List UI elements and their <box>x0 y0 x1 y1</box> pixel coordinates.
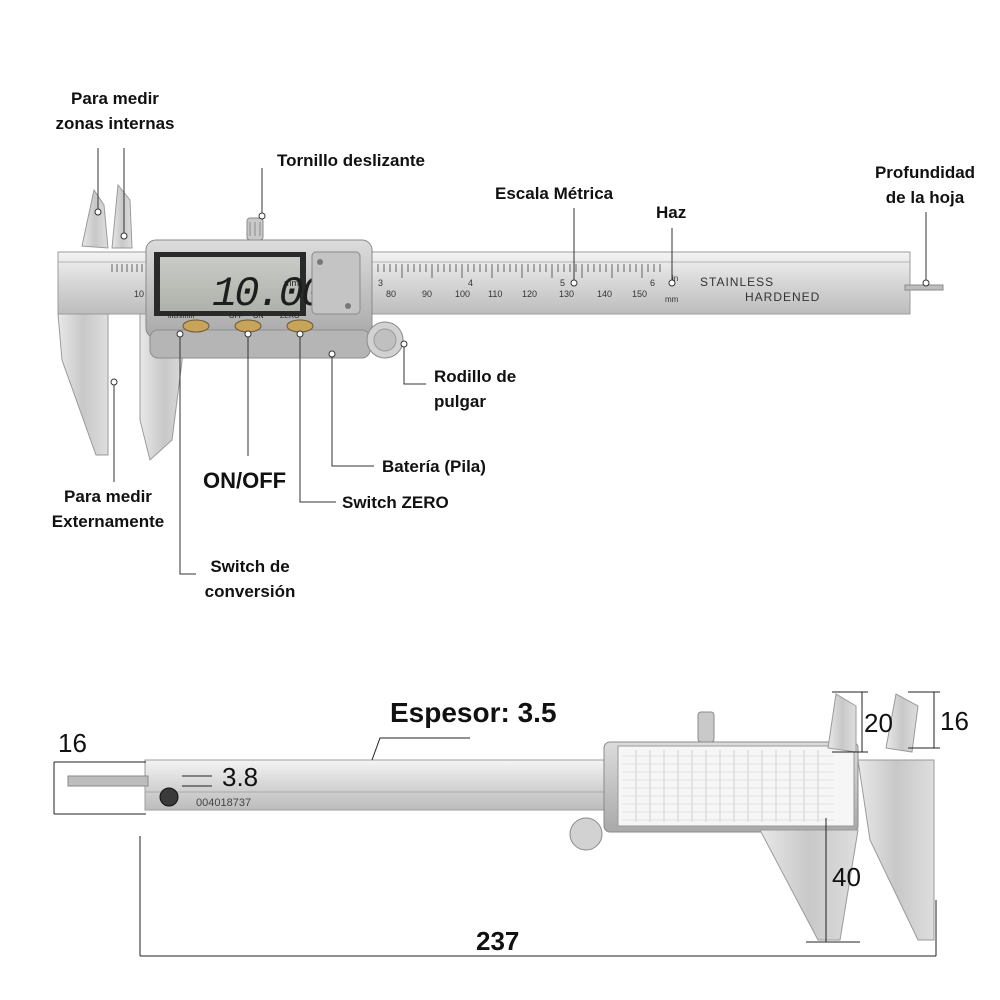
scale-unit-in: in <box>672 274 678 283</box>
dimension-thickness: Espesor: 3.5 <box>390 697 557 728</box>
label-external-jaws-line-2: Externamente <box>51 512 165 531</box>
bottom-caliper: 004018737 <box>67 693 935 941</box>
inch-number: 3 <box>378 278 383 288</box>
dimension-jaw-top-16: 16 <box>940 706 969 736</box>
label-metric-scale: Escala Métrica <box>495 184 614 203</box>
leader-lines <box>94 148 930 575</box>
dimension-depth-bar: 3.8 <box>222 762 259 792</box>
label-sliding-screw: Tornillo deslizante <box>277 151 425 170</box>
moving-internal-jaw <box>111 183 133 249</box>
on-off-button[interactable] <box>234 319 262 333</box>
button-label-on: ON <box>253 313 264 320</box>
inch-number: 5 <box>560 278 565 288</box>
beam-text-stainless: STAINLESS <box>700 275 774 289</box>
label-internal-jaws-line-1: Para medir <box>71 89 159 108</box>
label-thumb-roller-line-2: pulgar <box>434 392 486 411</box>
button-label-off: OFF <box>229 313 243 320</box>
label-battery: Batería (Pila) <box>382 457 486 476</box>
spec-sticker-grid <box>622 750 834 822</box>
label-zero-switch: Switch ZERO <box>342 493 449 512</box>
label-conversion-switch: Switch de conversión <box>190 554 310 604</box>
back-depth-bar <box>67 775 149 787</box>
dimension-lines <box>53 691 940 957</box>
fixed-internal-jaw <box>81 188 109 249</box>
back-upper-jaws <box>827 693 857 753</box>
label-conversion-switch-line-2: conversión <box>204 582 296 601</box>
back-screw <box>159 787 179 807</box>
back-screw-knob <box>697 711 715 743</box>
fixed-external-jaw <box>57 313 109 456</box>
label-depth-blade-line-1: Profundidad <box>874 163 976 182</box>
scale-number: 150 <box>632 289 647 299</box>
dimension-left-height: 16 <box>58 728 87 758</box>
scale-number: 130 <box>559 289 574 299</box>
label-internal-jaws-line-2: zonas internas <box>55 114 175 133</box>
label-external-jaws: Para medir Externamente <box>30 484 186 534</box>
display-value: 10.00 <box>212 270 325 318</box>
display-unit: mm <box>284 278 299 288</box>
back-beam <box>144 759 616 811</box>
scale-unit-mm: mm <box>665 295 679 304</box>
label-thumb-roller: Rodillo de pulgar <box>434 364 516 414</box>
zero-button[interactable] <box>286 319 314 333</box>
dimension-total-length: 237 <box>476 926 520 956</box>
label-conversion-switch-line-1: Switch de <box>210 557 290 576</box>
label-internal-jaws: Para medir zonas internas <box>40 86 190 136</box>
scale-number: 110 <box>488 289 502 299</box>
label-thumb-roller-line-1: Rodillo de <box>434 367 517 386</box>
scale-number: 80 <box>386 289 396 299</box>
lcd-screen <box>160 257 300 311</box>
battery-cover <box>311 251 361 315</box>
inch-number: 4 <box>468 278 473 288</box>
metric-scale-numbers: 10 80 90 100 110 120 130 140 150 3 4 5 6 <box>134 278 655 299</box>
dimension-jaw-length: 40 <box>832 862 861 892</box>
top-caliper: 10 80 90 100 110 120 130 140 150 3 4 5 6 in mm STAIN… <box>57 183 944 461</box>
scale-number: 140 <box>597 289 612 299</box>
scale-number: 120 <box>522 289 537 299</box>
scale-number: 10 <box>134 289 144 299</box>
back-thumb-roller <box>569 817 603 851</box>
scale-number: 100 <box>455 289 470 299</box>
inch-number: 6 <box>650 278 655 288</box>
scale-number: 90 <box>422 289 432 299</box>
spec-sticker <box>617 745 855 827</box>
beam-text-hardened: HARDENED <box>745 290 820 304</box>
button-label-zero: ZERO <box>280 313 300 320</box>
dimension-jaw-top-20: 20 <box>864 708 893 738</box>
serial-number: 004018737 <box>196 797 251 809</box>
label-depth-blade: Profundidad de la hoja <box>858 160 992 210</box>
label-depth-blade-line-2: de la hoja <box>885 188 965 207</box>
label-external-jaws-line-1: Para medir <box>64 487 152 506</box>
button-label-unit: inch/mm <box>168 313 195 320</box>
label-on-off: ON/OFF <box>203 468 287 493</box>
conversion-button[interactable] <box>182 319 210 333</box>
label-beam: Haz <box>656 203 687 222</box>
back-lower-jaws <box>759 829 859 941</box>
